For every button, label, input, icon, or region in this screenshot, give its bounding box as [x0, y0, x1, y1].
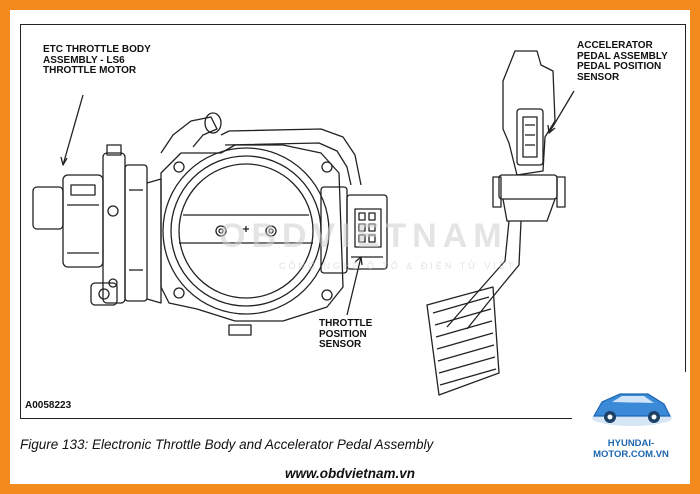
callout-leaders [60, 90, 575, 316]
label-line: ETC THROTTLE BODY [43, 44, 151, 55]
label-line: ACCELERATOR [577, 40, 653, 51]
car-logo-icon [592, 393, 672, 426]
watermark-text: OBDVIETNAM [219, 217, 508, 255]
label-line: THROTTLE MOTOR [43, 65, 137, 76]
label-line: SENSOR [319, 339, 362, 350]
diagram-svg [32, 50, 575, 396]
diagram-panel: OBDVIETNAM CÔNG NGHỆ Ô TÔ & ĐIỆN TỬ VIỆT… [20, 24, 686, 419]
label-etc-throttle-body: ETC THROTTLE BODY ASSEMBLY - LS6 THROTTL… [43, 44, 151, 77]
label-throttle-position-sensor: THROTTLE POSITION SENSOR [319, 318, 373, 351]
footer-website: www.obdvietnam.vn [284, 466, 416, 481]
throttle-motor [32, 144, 162, 306]
label-line: PEDAL POSITION [577, 61, 662, 72]
label-line: SENSOR [577, 71, 620, 83]
brand-logo: HYUNDAI-MOTOR.COM.VN [572, 372, 690, 464]
label-line: PEDAL ASSEMBLY [577, 50, 668, 62]
label-line: ASSEMBLY - LS6 [43, 54, 125, 66]
figure-caption: Figure 133: Electronic Throttle Body and… [20, 437, 434, 452]
figure-id: A0058223 [25, 400, 72, 411]
label-line: POSITION [319, 328, 367, 340]
accelerator-pedal-assembly [426, 50, 566, 396]
throttle-position-sensor [320, 186, 388, 274]
label-accelerator-pedal: ACCELERATOR PEDAL ASSEMBLY PEDAL POSITIO… [577, 40, 668, 83]
logo-text: HYUNDAI-MOTOR.COM.VN [593, 438, 669, 460]
watermark-subtext: CÔNG NGHỆ Ô TÔ & ĐIỆN TỬ VIỆT [279, 261, 517, 271]
throttle-body [160, 112, 362, 336]
label-line: THROTTLE [319, 318, 373, 329]
